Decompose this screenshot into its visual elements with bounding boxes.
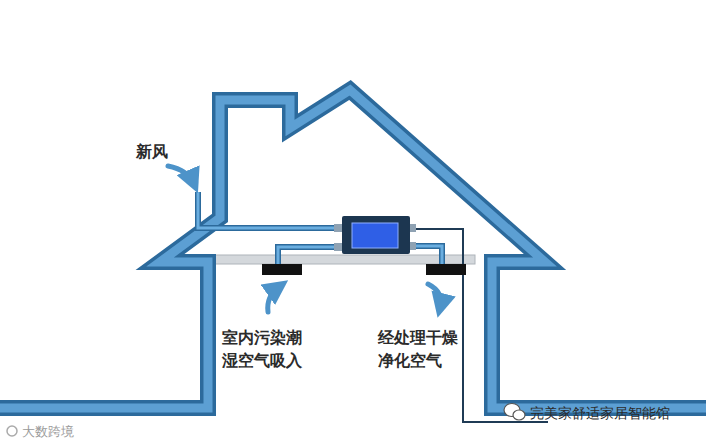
ducts <box>198 192 442 265</box>
supply-grille <box>426 264 466 275</box>
supply-label: 经处理干燥净化空气 <box>378 326 460 372</box>
wechat-icon <box>504 404 525 421</box>
ceiling-band <box>205 255 475 264</box>
watermark: 完美家舒适家居智能馆 <box>530 403 670 423</box>
flow-arrows <box>168 166 441 312</box>
watermark-logo <box>7 426 17 436</box>
watermark: 大数跨境 <box>22 423 74 442</box>
house-outline <box>0 90 706 408</box>
ventilation-unit <box>334 216 416 254</box>
inlet-label: 新风 <box>136 140 168 163</box>
exhaust-duct <box>412 229 548 422</box>
intake-label: 室内污染潮湿空气吸入 <box>222 326 304 372</box>
intake-grille <box>262 264 302 275</box>
